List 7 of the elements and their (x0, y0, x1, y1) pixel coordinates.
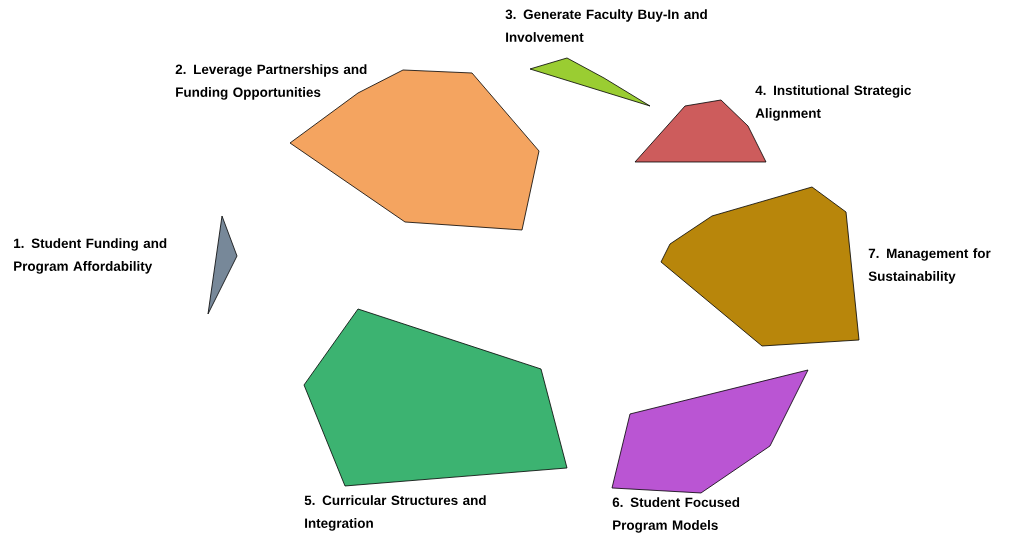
polygon-label: 2. Leverage Partnerships and Funding Opportunities (175, 64, 367, 100)
polygon-label: 1. Student Funding and Program Affordability (14, 238, 167, 274)
polygon-label: 6. Student Focused Program Models (612, 497, 740, 533)
polygon-label: 7. Management for Sustainability (868, 248, 991, 284)
polygon-label: 5. Curricular Structures and Integration (304, 495, 486, 531)
polygon-label: 4. Institutional Strategic Alignment (755, 85, 911, 121)
polygon-label: 3. Generate Faculty Buy-In and Involvement (505, 9, 707, 42)
